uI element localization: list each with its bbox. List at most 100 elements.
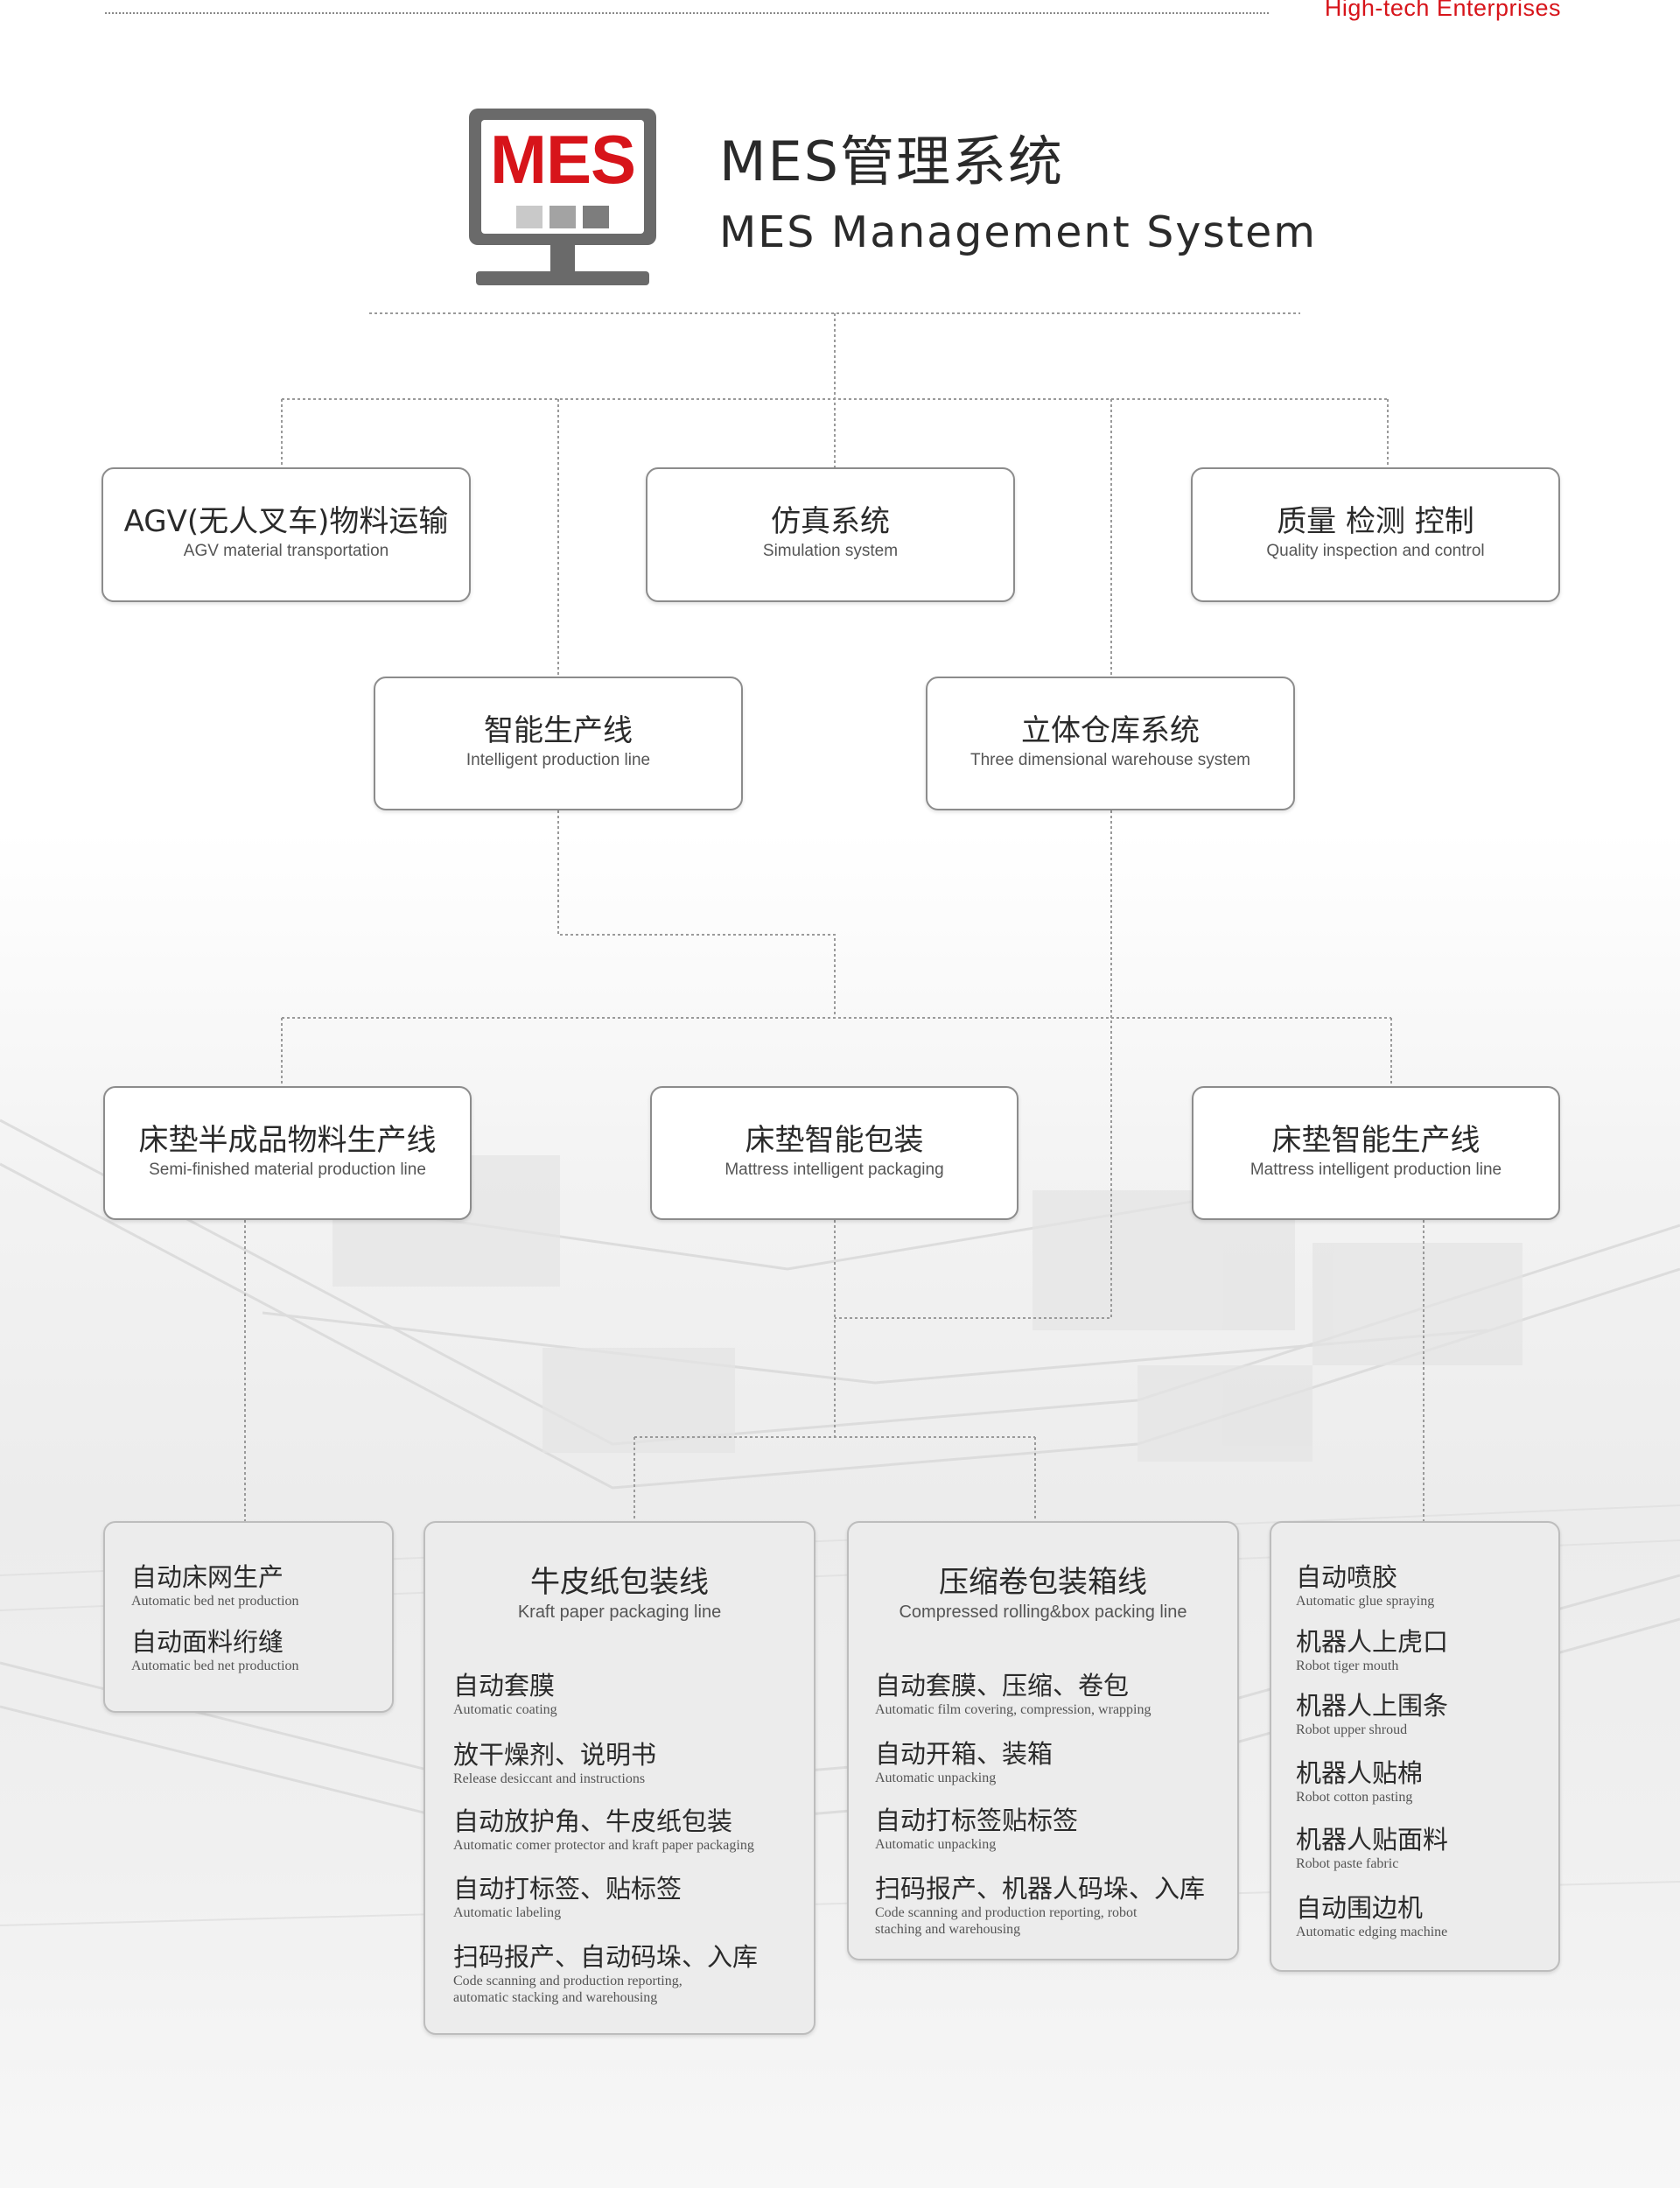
mes-subtitle: MES Management System bbox=[719, 207, 1317, 257]
item-title: 自动面料绗缝 bbox=[131, 1627, 284, 1657]
compress-panel: 压缩卷包装箱线 Compressed rolling&box packing l… bbox=[847, 1521, 1239, 1960]
item-title: 自动打标签、贴标签 bbox=[453, 1874, 682, 1904]
item-subtitle: Automatic unpacking bbox=[875, 1771, 997, 1785]
list-item: 机器人贴面料 Robot paste fabric bbox=[1296, 1824, 1550, 1872]
item-title: 自动套膜 bbox=[453, 1671, 556, 1701]
indicator-square-light bbox=[516, 206, 542, 228]
mes-title: MES管理系统 bbox=[719, 130, 1065, 193]
item-subtitle: Automatic film covering, compression, wr… bbox=[875, 1702, 1152, 1717]
warehouse-subtitle: Three dimensional warehouse system bbox=[970, 751, 1250, 769]
quality-subtitle: Quality inspection and control bbox=[1266, 542, 1485, 560]
indicator-square-dark bbox=[583, 206, 609, 228]
item-title: 自动喷胶 bbox=[1296, 1562, 1398, 1592]
item-subtitle: Automatic coating bbox=[453, 1702, 557, 1717]
item-subtitle-line2: staching and warehousing bbox=[875, 1922, 1021, 1937]
packaging-box: 床垫智能包装 Mattress intelligent packaging bbox=[650, 1086, 1018, 1220]
item-title: 机器人上围条 bbox=[1296, 1691, 1449, 1721]
intelligent-line-subtitle: Intelligent production line bbox=[466, 751, 651, 769]
item-title: 放干燥剂、说明书 bbox=[453, 1740, 657, 1770]
item-subtitle: Automatic edging machine bbox=[1296, 1925, 1448, 1939]
list-item: 自动开箱、装箱 Automatic unpacking bbox=[875, 1738, 1228, 1786]
monitor-screen-inner: MES bbox=[481, 120, 644, 234]
list-item: 机器人贴棉 Robot cotton pasting bbox=[1296, 1757, 1550, 1806]
item-subtitle: Robot upper shroud bbox=[1296, 1722, 1408, 1737]
robot-panel: 自动喷胶 Automatic glue spraying 机器人上虎口 Robo… bbox=[1270, 1521, 1560, 1972]
item-subtitle: Automatic unpacking bbox=[875, 1837, 997, 1852]
item-subtitle: Automatic labeling bbox=[453, 1905, 562, 1920]
item-subtitle: Robot tiger mouth bbox=[1296, 1659, 1399, 1673]
quality-title: 质量 检测 控制 bbox=[1277, 504, 1474, 539]
list-item: 自动面料绗缝 Automatic bed net production bbox=[131, 1626, 383, 1674]
kraft-header: 牛皮纸包装线 Kraft paper packaging line bbox=[425, 1563, 814, 1623]
item-subtitle: Automatic bed net production bbox=[131, 1594, 299, 1609]
monitor-base bbox=[476, 271, 649, 285]
kraft-title: 牛皮纸包装线 bbox=[530, 1565, 709, 1600]
item-title: 机器人贴面料 bbox=[1296, 1825, 1449, 1855]
list-item: 自动套膜 Automatic coating bbox=[453, 1670, 805, 1718]
list-item: 自动套膜、压缩、卷包 Automatic film covering, comp… bbox=[875, 1670, 1228, 1718]
semi-finished-subtitle: Semi-finished material production line bbox=[149, 1161, 426, 1179]
list-item: 扫码报产、自动码垛、入库 Code scanning and productio… bbox=[453, 1941, 805, 2006]
item-title: 自动套膜、压缩、卷包 bbox=[875, 1671, 1130, 1701]
agv-subtitle: AGV material transportation bbox=[183, 542, 389, 560]
production-title: 床垫智能生产线 bbox=[1271, 1123, 1480, 1158]
agv-box: AGV(无人叉车)物料运输 AGV material transportatio… bbox=[102, 467, 471, 602]
item-title: 自动围边机 bbox=[1296, 1893, 1424, 1923]
item-title: 自动放护角、牛皮纸包装 bbox=[453, 1806, 733, 1836]
semi-finished-title: 床垫半成品物料生产线 bbox=[138, 1123, 437, 1158]
item-subtitle: Robot paste fabric bbox=[1296, 1856, 1399, 1871]
compress-header: 压缩卷包装箱线 Compressed rolling&box packing l… bbox=[849, 1563, 1237, 1623]
list-item: 放干燥剂、说明书 Release desiccant and instructi… bbox=[453, 1739, 805, 1787]
warehouse-title: 立体仓库系统 bbox=[1021, 713, 1200, 748]
header-rule bbox=[105, 12, 1269, 14]
mes-logo-text: MES bbox=[489, 121, 636, 198]
bed-net-panel: 自动床网生产 Automatic bed net production 自动面料… bbox=[103, 1521, 394, 1713]
item-title: 机器人上虎口 bbox=[1296, 1627, 1449, 1657]
item-subtitle: Automatic glue spraying bbox=[1296, 1594, 1435, 1609]
list-item: 自动喷胶 Automatic glue spraying bbox=[1296, 1561, 1550, 1609]
kraft-subtitle: Kraft paper packaging line bbox=[517, 1602, 722, 1622]
item-subtitle-line2: automatic stacking and warehousing bbox=[453, 1990, 658, 2005]
list-item: 自动围边机 Automatic edging machine bbox=[1296, 1892, 1550, 1940]
mes-monitor-icon: MES bbox=[469, 109, 656, 289]
semi-finished-box: 床垫半成品物料生产线 Semi-finished material produc… bbox=[103, 1086, 472, 1220]
item-title: 自动开箱、装箱 bbox=[875, 1739, 1054, 1769]
item-subtitle: Automatic bed net production bbox=[131, 1659, 299, 1673]
list-item: 自动放护角、牛皮纸包装 Automatic comer protector an… bbox=[453, 1806, 805, 1854]
monitor-screen: MES bbox=[469, 109, 656, 245]
item-subtitle: Code scanning and production reporting, … bbox=[875, 1905, 1138, 1920]
agv-title: AGV(无人叉车)物料运输 bbox=[123, 504, 449, 539]
simulation-box: 仿真系统 Simulation system bbox=[646, 467, 1015, 602]
production-subtitle: Mattress intelligent production line bbox=[1250, 1161, 1502, 1179]
quality-box: 质量 检测 控制 Quality inspection and control bbox=[1191, 467, 1560, 602]
simulation-title: 仿真系统 bbox=[771, 504, 890, 539]
item-title: 机器人贴棉 bbox=[1296, 1758, 1424, 1788]
item-title: 自动打标签贴标签 bbox=[875, 1806, 1079, 1835]
packaging-subtitle: Mattress intelligent packaging bbox=[724, 1161, 944, 1179]
list-item: 自动床网生产 Automatic bed net production bbox=[131, 1561, 383, 1609]
compress-subtitle: Compressed rolling&box packing line bbox=[899, 1602, 1187, 1622]
item-title: 扫码报产、机器人码垛、入库 bbox=[875, 1874, 1206, 1904]
list-item: 自动打标签、贴标签 Automatic labeling bbox=[453, 1873, 805, 1921]
production-box: 床垫智能生产线 Mattress intelligent production … bbox=[1192, 1086, 1560, 1220]
item-subtitle: Robot cotton pasting bbox=[1296, 1790, 1413, 1805]
item-subtitle: Release desiccant and instructions bbox=[453, 1771, 646, 1786]
packaging-title: 床垫智能包装 bbox=[745, 1123, 924, 1158]
warehouse-box: 立体仓库系统 Three dimensional warehouse syste… bbox=[926, 677, 1295, 810]
indicator-square-mid bbox=[550, 206, 576, 228]
list-item: 扫码报产、机器人码垛、入库 Code scanning and producti… bbox=[875, 1873, 1228, 1938]
list-item: 机器人上围条 Robot upper shroud bbox=[1296, 1690, 1550, 1738]
intelligent-line-title: 智能生产线 bbox=[484, 713, 633, 748]
item-title: 自动床网生产 bbox=[131, 1562, 284, 1592]
compress-title: 压缩卷包装箱线 bbox=[939, 1565, 1147, 1600]
list-item: 机器人上虎口 Robot tiger mouth bbox=[1296, 1626, 1550, 1674]
intelligent-line-box: 智能生产线 Intelligent production line bbox=[374, 677, 743, 810]
monitor-neck bbox=[550, 245, 575, 271]
item-subtitle: Automatic comer protector and kraft pape… bbox=[453, 1838, 754, 1853]
item-subtitle: Code scanning and production reporting, bbox=[453, 1974, 682, 1988]
list-item: 自动打标签贴标签 Automatic unpacking bbox=[875, 1805, 1228, 1853]
simulation-subtitle: Simulation system bbox=[762, 542, 899, 560]
item-title: 扫码报产、自动码垛、入库 bbox=[453, 1942, 759, 1972]
header-tagline: High-tech Enterprises bbox=[1324, 0, 1561, 21]
kraft-panel: 牛皮纸包装线 Kraft paper packaging line 自动套膜 A… bbox=[424, 1521, 816, 2035]
